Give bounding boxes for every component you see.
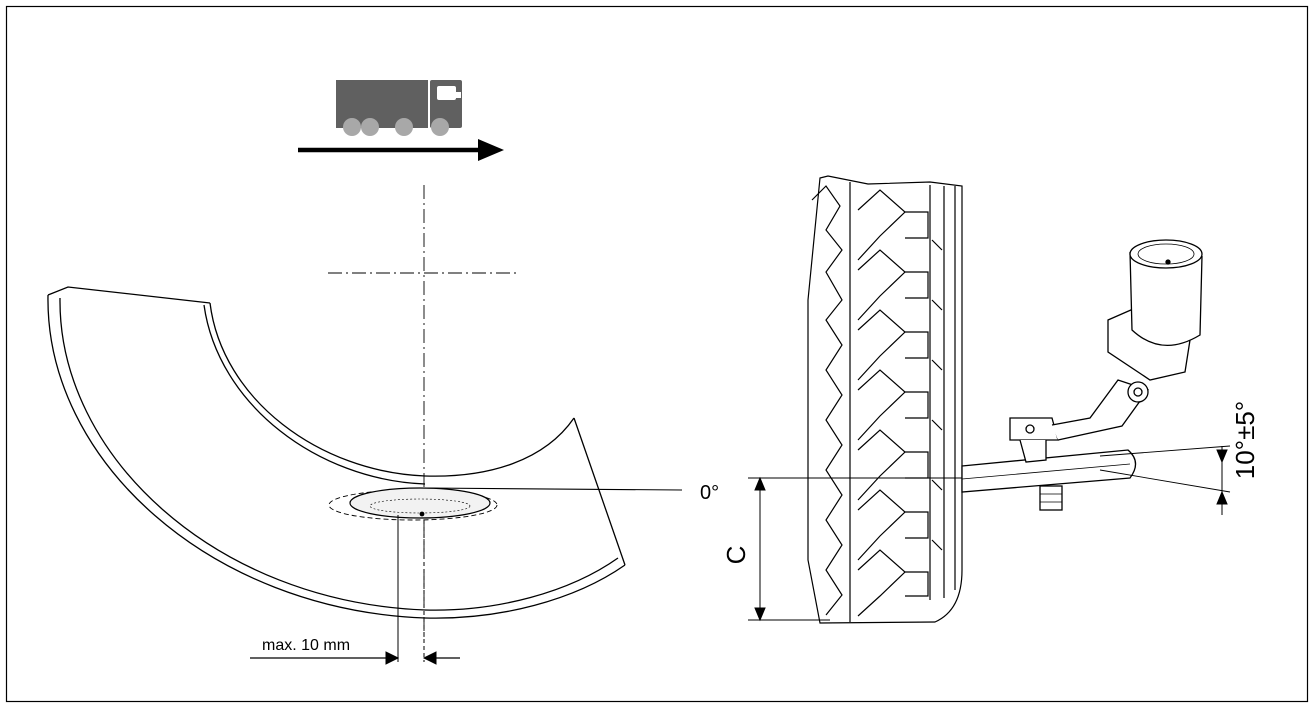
tyre-inner-edge — [209, 302, 575, 477]
clamp-stem — [1019, 439, 1047, 463]
truck-wheel — [361, 118, 379, 136]
patch-dashed-outline — [328, 489, 498, 521]
sensor-cap-dot — [1165, 259, 1171, 265]
offset-dimension — [250, 515, 460, 665]
tilt-angle-label: 10°±5° — [1230, 401, 1260, 479]
max-offset-label: max. 10 mm — [262, 637, 350, 654]
tyre-outer-edge — [47, 294, 626, 619]
tyre-arc — [47, 286, 626, 619]
tread-block — [905, 271, 929, 299]
patch-center-dot — [419, 511, 425, 517]
truck-mirror — [456, 92, 461, 98]
tyre-top-cut — [47, 286, 211, 304]
tyre-outer-shoulder — [59, 297, 619, 611]
truck-window — [437, 86, 456, 100]
tread-block — [905, 211, 929, 239]
zero-angle-label: 0° — [700, 482, 719, 504]
contact-patch — [328, 487, 498, 521]
mount-bar-centerline — [961, 463, 1131, 480]
truck-wheels — [343, 118, 449, 136]
sensor-cylinder — [1129, 251, 1203, 347]
frame-border — [5, 5, 1309, 703]
tread-block — [905, 331, 929, 359]
sensor-cylinder-cap — [1137, 243, 1195, 265]
tyre-inner-shoulder — [203, 304, 426, 485]
truck-wheel — [343, 118, 361, 136]
dimension-c-label: C — [721, 546, 751, 565]
clamp-screw — [1025, 424, 1035, 434]
tyre-side-view — [807, 175, 963, 624]
arm-pivot-inner — [1133, 387, 1143, 397]
tread-block — [905, 391, 929, 419]
tyre-body — [807, 175, 963, 624]
sidewall-grooves — [931, 239, 943, 551]
truck-wheel — [431, 118, 449, 136]
bolt-nut — [1039, 485, 1063, 511]
patch-outline — [349, 487, 491, 519]
tread-block — [905, 571, 929, 597]
sensor-icon — [961, 239, 1203, 511]
zero-reference-line — [424, 487, 683, 491]
tyre-right-cut — [573, 417, 626, 566]
tread-block — [905, 511, 929, 539]
c-dimension — [748, 476, 968, 622]
patch-inner-ring — [369, 498, 471, 514]
arrow-right-icon — [298, 139, 504, 161]
tread-left-zigzag — [811, 185, 843, 616]
truck-icon — [336, 80, 462, 136]
tilt-dimension — [1099, 445, 1231, 515]
truck-wheel — [395, 118, 413, 136]
